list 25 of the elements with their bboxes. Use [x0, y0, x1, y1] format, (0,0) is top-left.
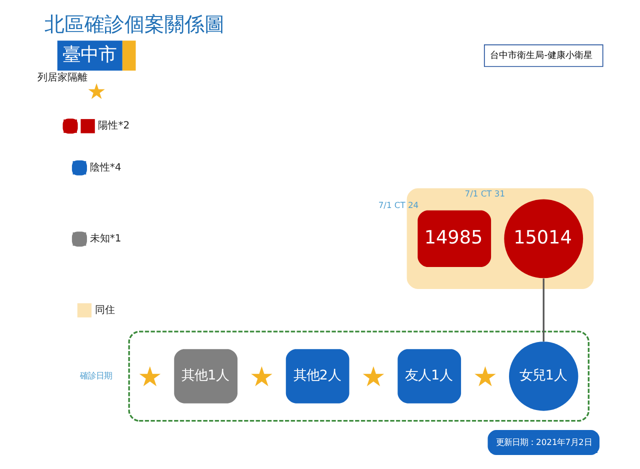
node-box: 其他2人: [285, 349, 349, 404]
node-box: 友人1人: [397, 349, 461, 404]
legend-label: 陽性*2: [98, 120, 130, 132]
label: 臺中市: [62, 44, 116, 66]
legend-label: 陰性*4: [89, 162, 121, 174]
diagram-title: 北區確診個案關係圖: [44, 12, 224, 36]
connector: [542, 278, 544, 342]
legend-label: 未知*1: [89, 234, 121, 245]
node-label: 7/1 CT 31: [464, 188, 504, 199]
label: 台中市衛生局-健康小衛星: [490, 50, 592, 62]
node-circle: 15014: [504, 199, 583, 278]
node-star: [250, 366, 272, 386]
node-box: 14985: [417, 210, 491, 268]
legend-label: 列居家隔離: [36, 72, 87, 84]
node-star: [362, 366, 384, 386]
node-box: 其他1人: [174, 349, 237, 404]
label: 確診日期: [79, 370, 112, 380]
node-circle: 女兒1人: [508, 342, 578, 411]
cluster: [406, 188, 594, 290]
label: 更新日期：2021年7月2日: [496, 437, 592, 448]
node-label: 7/1 CT 24: [378, 200, 418, 210]
cluster: [128, 330, 589, 422]
legend-label: 同住: [94, 304, 114, 316]
node-star: [138, 366, 160, 386]
node-star: [474, 366, 496, 386]
